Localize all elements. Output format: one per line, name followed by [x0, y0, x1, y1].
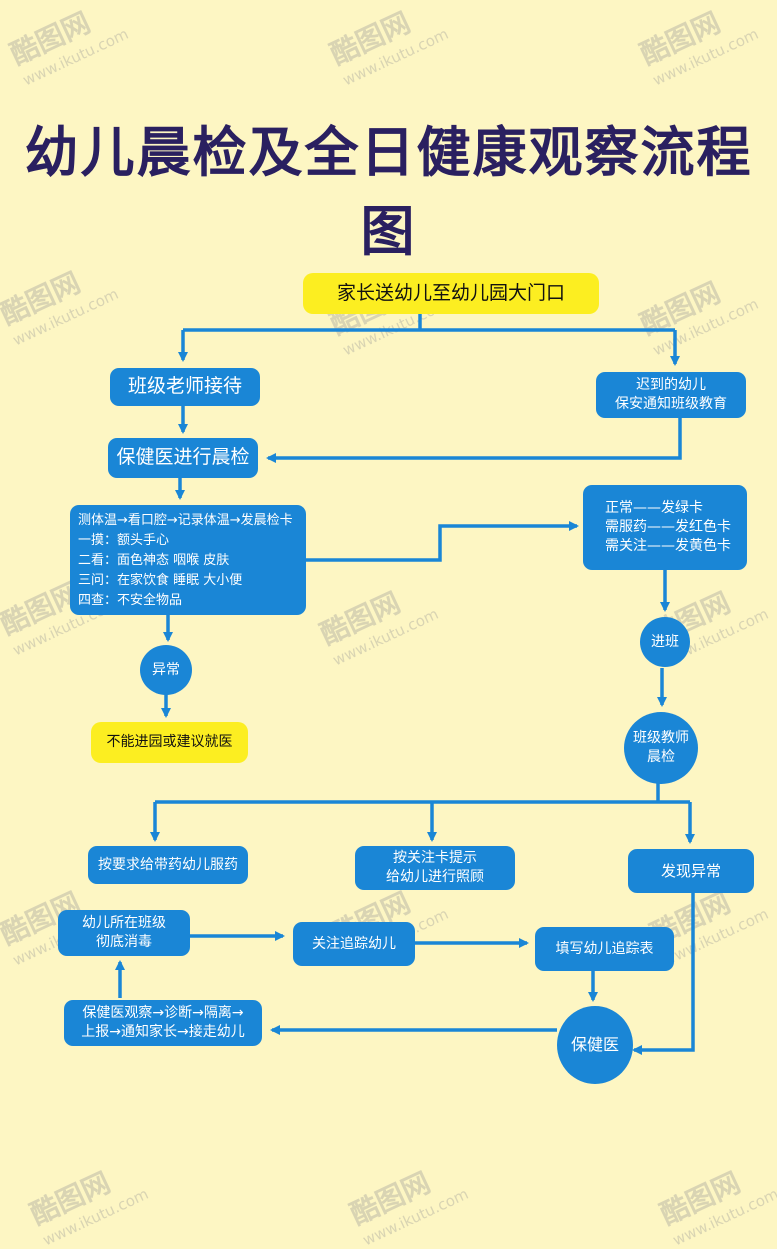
- node-report: 保健医观察→诊断→隔离→上报→通知家长→接走幼儿: [64, 1000, 262, 1046]
- node-doctor: 保健医: [557, 1006, 633, 1084]
- node-care: 按关注卡提示给幼儿进行照顾: [355, 846, 515, 890]
- check-step: 一摸：额头手心: [78, 533, 170, 548]
- node-gate: 家长送幼儿至幼儿园大门口: [303, 273, 599, 314]
- page-title: 幼儿晨检及全日健康观察流程图: [24, 121, 753, 263]
- check-step: 三问：在家饮食 睡眠 大小便: [78, 573, 243, 588]
- arrow: [632, 893, 695, 1055]
- node-enter-class: 进班: [640, 617, 690, 667]
- node-doctor-check: 保健医进行晨检: [108, 438, 258, 478]
- card-rule: 需服药——发红色卡: [605, 519, 731, 536]
- node-track: 关注追踪幼儿: [293, 922, 415, 966]
- card-rule: 正常——发绿卡: [605, 500, 703, 517]
- check-step: 二看：面色神态 咽喉 皮肤: [78, 553, 230, 568]
- node-check-steps: 测体温→看口腔→记录体温→发晨检卡 一摸：额头手心 二看：面色神态 咽喉 皮肤 …: [70, 505, 306, 615]
- node-abnormal: 异常: [140, 645, 192, 695]
- node-no-entry: 不能进园或建议就医: [91, 722, 248, 763]
- check-step: 测体温→看口腔→记录体温→发晨检卡: [78, 513, 293, 528]
- node-cards: 正常——发绿卡 需服药——发红色卡 需关注——发黄色卡: [583, 485, 747, 570]
- arrow: [306, 521, 579, 562]
- card-rule: 需关注——发黄色卡: [605, 537, 731, 554]
- node-disinfect: 幼儿所在班级彻底消毒: [58, 910, 190, 956]
- check-step: 四查：不安全物品: [78, 593, 183, 608]
- node-fill-table: 填写幼儿追踪表: [535, 927, 674, 971]
- node-teacher-receive: 班级老师接待: [110, 368, 260, 406]
- node-class-teacher-check: 班级教师晨检: [624, 712, 698, 784]
- node-medicine: 按要求给带药幼儿服药: [88, 846, 248, 884]
- node-late-child: 迟到的幼儿保安通知班级教育: [596, 372, 746, 418]
- arrow: [266, 418, 682, 463]
- node-found-abnormal: 发现异常: [628, 849, 754, 893]
